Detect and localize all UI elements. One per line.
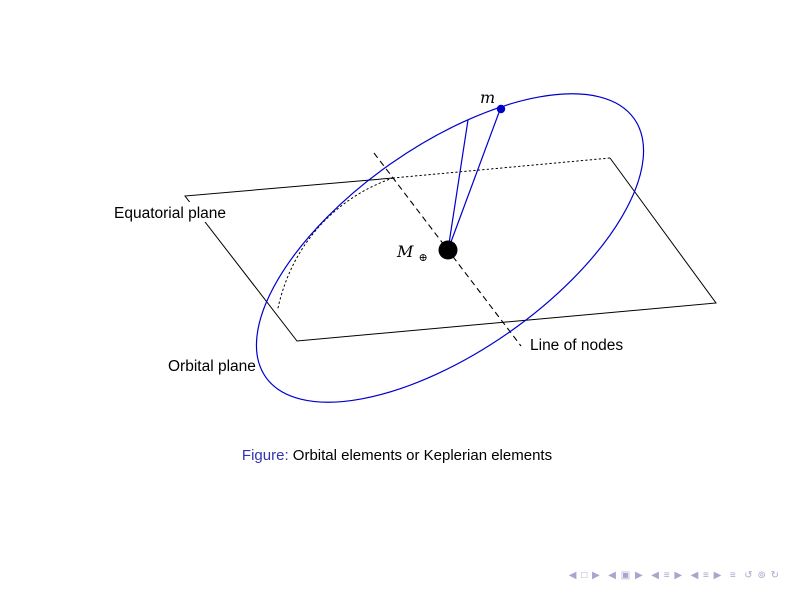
orbit-projection-arc xyxy=(277,177,394,309)
central-mass-symbol: M xyxy=(396,242,414,261)
central-to-orbit-line xyxy=(447,119,469,251)
central-body-label: M ⊕ xyxy=(396,242,428,264)
central-to-satellite-line xyxy=(447,106,502,251)
equatorial-plane-hidden-edge xyxy=(392,157,611,179)
satellite-label: m xyxy=(480,88,495,107)
line-of-nodes-label: Line of nodes xyxy=(530,337,623,354)
equatorial-label-backdrop xyxy=(112,202,256,222)
equatorial-plane-outline xyxy=(184,157,717,342)
equatorial-plane-label: Equatorial plane xyxy=(114,205,226,222)
orbital-plane-label: Orbital plane xyxy=(168,358,256,375)
navigation-symbols[interactable]: ◀ □ ▶ ◀ ▣ ▶ ◀ ≡ ▶ ◀ ≡ ▶ ≡ ↺ ⊚ ↻ xyxy=(554,559,780,592)
orbital-ellipse xyxy=(255,93,645,403)
satellite-dot xyxy=(496,104,506,114)
nav-symbols-text[interactable]: ◀ □ ▶ ◀ ▣ ▶ ◀ ≡ ▶ ◀ ≡ ▶ ≡ ↺ ⊚ ↻ xyxy=(568,570,780,581)
earth-symbol: ⊕ xyxy=(418,251,427,264)
figure-caption: Figure: Orbital elements or Keplerian el… xyxy=(0,447,794,464)
caption-text: Orbital elements or Keplerian elements xyxy=(292,447,553,464)
central-body-dot xyxy=(438,240,458,260)
caption-prefix: Figure: xyxy=(241,447,289,464)
